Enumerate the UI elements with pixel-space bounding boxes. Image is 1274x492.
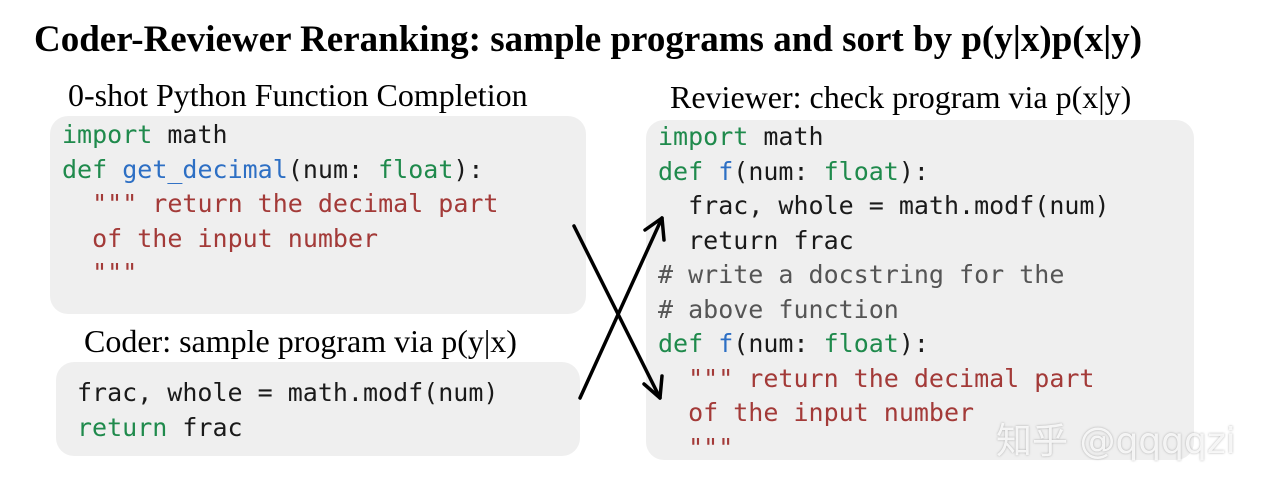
code-token: frac — [167, 412, 243, 442]
code-token: ): — [898, 329, 929, 358]
watermark: 知乎 @qqqqzi — [996, 421, 1236, 462]
code-token: math — [748, 122, 824, 151]
arrowhead-coder-to-reviewer — [643, 216, 666, 242]
code-token: ): — [898, 156, 929, 186]
code-line: def get_decimal(num: float): — [62, 153, 499, 188]
code-token: f — [718, 329, 734, 358]
code-line: def f(num: float): — [658, 327, 1110, 362]
code-token: of the input number — [658, 398, 975, 427]
code-token: float — [823, 156, 899, 186]
code-token: def — [658, 329, 704, 358]
code-token: get_decimal — [122, 154, 288, 184]
code-line: frac, whole = math.modf(num) — [77, 376, 498, 411]
code-token: float — [823, 329, 899, 358]
code-line: of the input number — [62, 222, 499, 257]
code-line: # above function — [658, 293, 1110, 328]
code-token: float — [378, 154, 454, 184]
code-token: math — [152, 120, 228, 149]
code-line: frac, whole = math.modf(num) — [658, 189, 1110, 224]
reviewer-caption: Reviewer: check program via p(x|y) — [670, 79, 1132, 115]
code-line: def f(num: float): — [658, 155, 1110, 190]
code-token: ): — [453, 154, 484, 184]
code-token: return frac — [658, 225, 854, 255]
code-token: def — [62, 154, 108, 184]
arrow-coder-to-reviewer — [578, 216, 664, 400]
code-token: frac, whole = math.modf(num) — [77, 378, 499, 407]
code-token: (num: — [733, 329, 824, 358]
code-token: import — [658, 122, 749, 151]
code-token: f — [718, 156, 734, 186]
prompt-panel — [50, 116, 586, 314]
code-token: of the input number — [62, 223, 379, 253]
code-token: import — [62, 120, 153, 149]
code-token: # write a docstring for the — [658, 260, 1065, 289]
code-token: return — [77, 412, 168, 442]
reviewer-panel — [646, 120, 1194, 460]
code-line: """ return the decimal part — [658, 362, 1110, 397]
code-line: """ — [658, 431, 1110, 466]
diagram-title: Coder-Reviewer Reranking: sample program… — [34, 19, 1143, 60]
code-line: import math — [62, 118, 499, 153]
arrow-prompt-to-reviewer — [572, 224, 662, 400]
code-token: def — [658, 156, 704, 186]
code-token: """ — [62, 258, 138, 287]
arrowhead-prompt-to-reviewer — [642, 374, 664, 400]
code-line: """ — [62, 256, 499, 291]
coder-caption: Coder: sample program via p(y|x) — [84, 323, 517, 359]
coder-panel — [56, 362, 580, 456]
code-token: """ return the decimal part — [658, 363, 1095, 393]
code-token: frac, whole = math.modf(num) — [658, 191, 1110, 220]
code-line: """ return the decimal part — [62, 187, 499, 222]
code-token: """ return the decimal part — [62, 189, 499, 218]
code-token: # above function — [658, 294, 899, 324]
code-line: of the input number — [658, 396, 1110, 431]
code-line: import math — [658, 120, 1110, 155]
code-token: (num: — [733, 156, 824, 186]
code-token: """ — [658, 432, 734, 462]
code-line: # write a docstring for the — [658, 258, 1110, 293]
code-line: return frac — [77, 411, 498, 446]
code-line: return frac — [658, 224, 1110, 259]
prompt-caption: 0-shot Python Function Completion — [68, 77, 528, 113]
code-token: (num: — [287, 154, 379, 184]
coder-code: frac, whole = math.modf(num) return frac — [77, 376, 498, 445]
